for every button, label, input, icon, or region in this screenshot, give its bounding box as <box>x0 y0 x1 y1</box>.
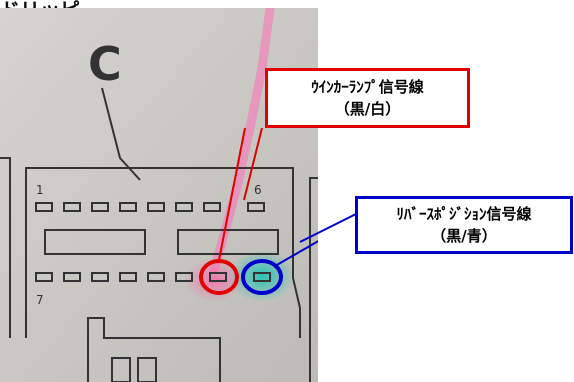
turn-signal-pin-circle <box>199 259 239 295</box>
connector-letter: C <box>88 37 122 91</box>
pin-label-first: 1 <box>36 183 44 197</box>
bottom-pin-row <box>35 272 271 282</box>
turn-signal-callout: ｳｲﾝｶｰﾗﾝﾌﾟ信号線 （黒/白） <box>265 68 470 128</box>
top-pin-row <box>35 202 265 212</box>
pin-label-bottom: 7 <box>36 293 44 307</box>
turn-signal-title: ｳｲﾝｶｰﾗﾝﾌﾟ信号線 <box>311 78 424 96</box>
reverse-wire-color: （黒/青） <box>431 227 497 245</box>
pin-label-last: 6 <box>254 183 262 197</box>
connector-photo: C 1 6 7 <box>0 8 318 382</box>
reverse-callout: ﾘﾊﾞｰｽﾎﾟｼﾞｼｮﾝ信号線 （黒/青） <box>355 196 573 254</box>
turn-signal-wire-color: （黒/白） <box>334 100 401 118</box>
reverse-title: ﾘﾊﾞｰｽﾎﾟｼﾞｼｮﾝ信号線 <box>396 205 532 223</box>
reverse-pin-circle <box>241 259 283 295</box>
